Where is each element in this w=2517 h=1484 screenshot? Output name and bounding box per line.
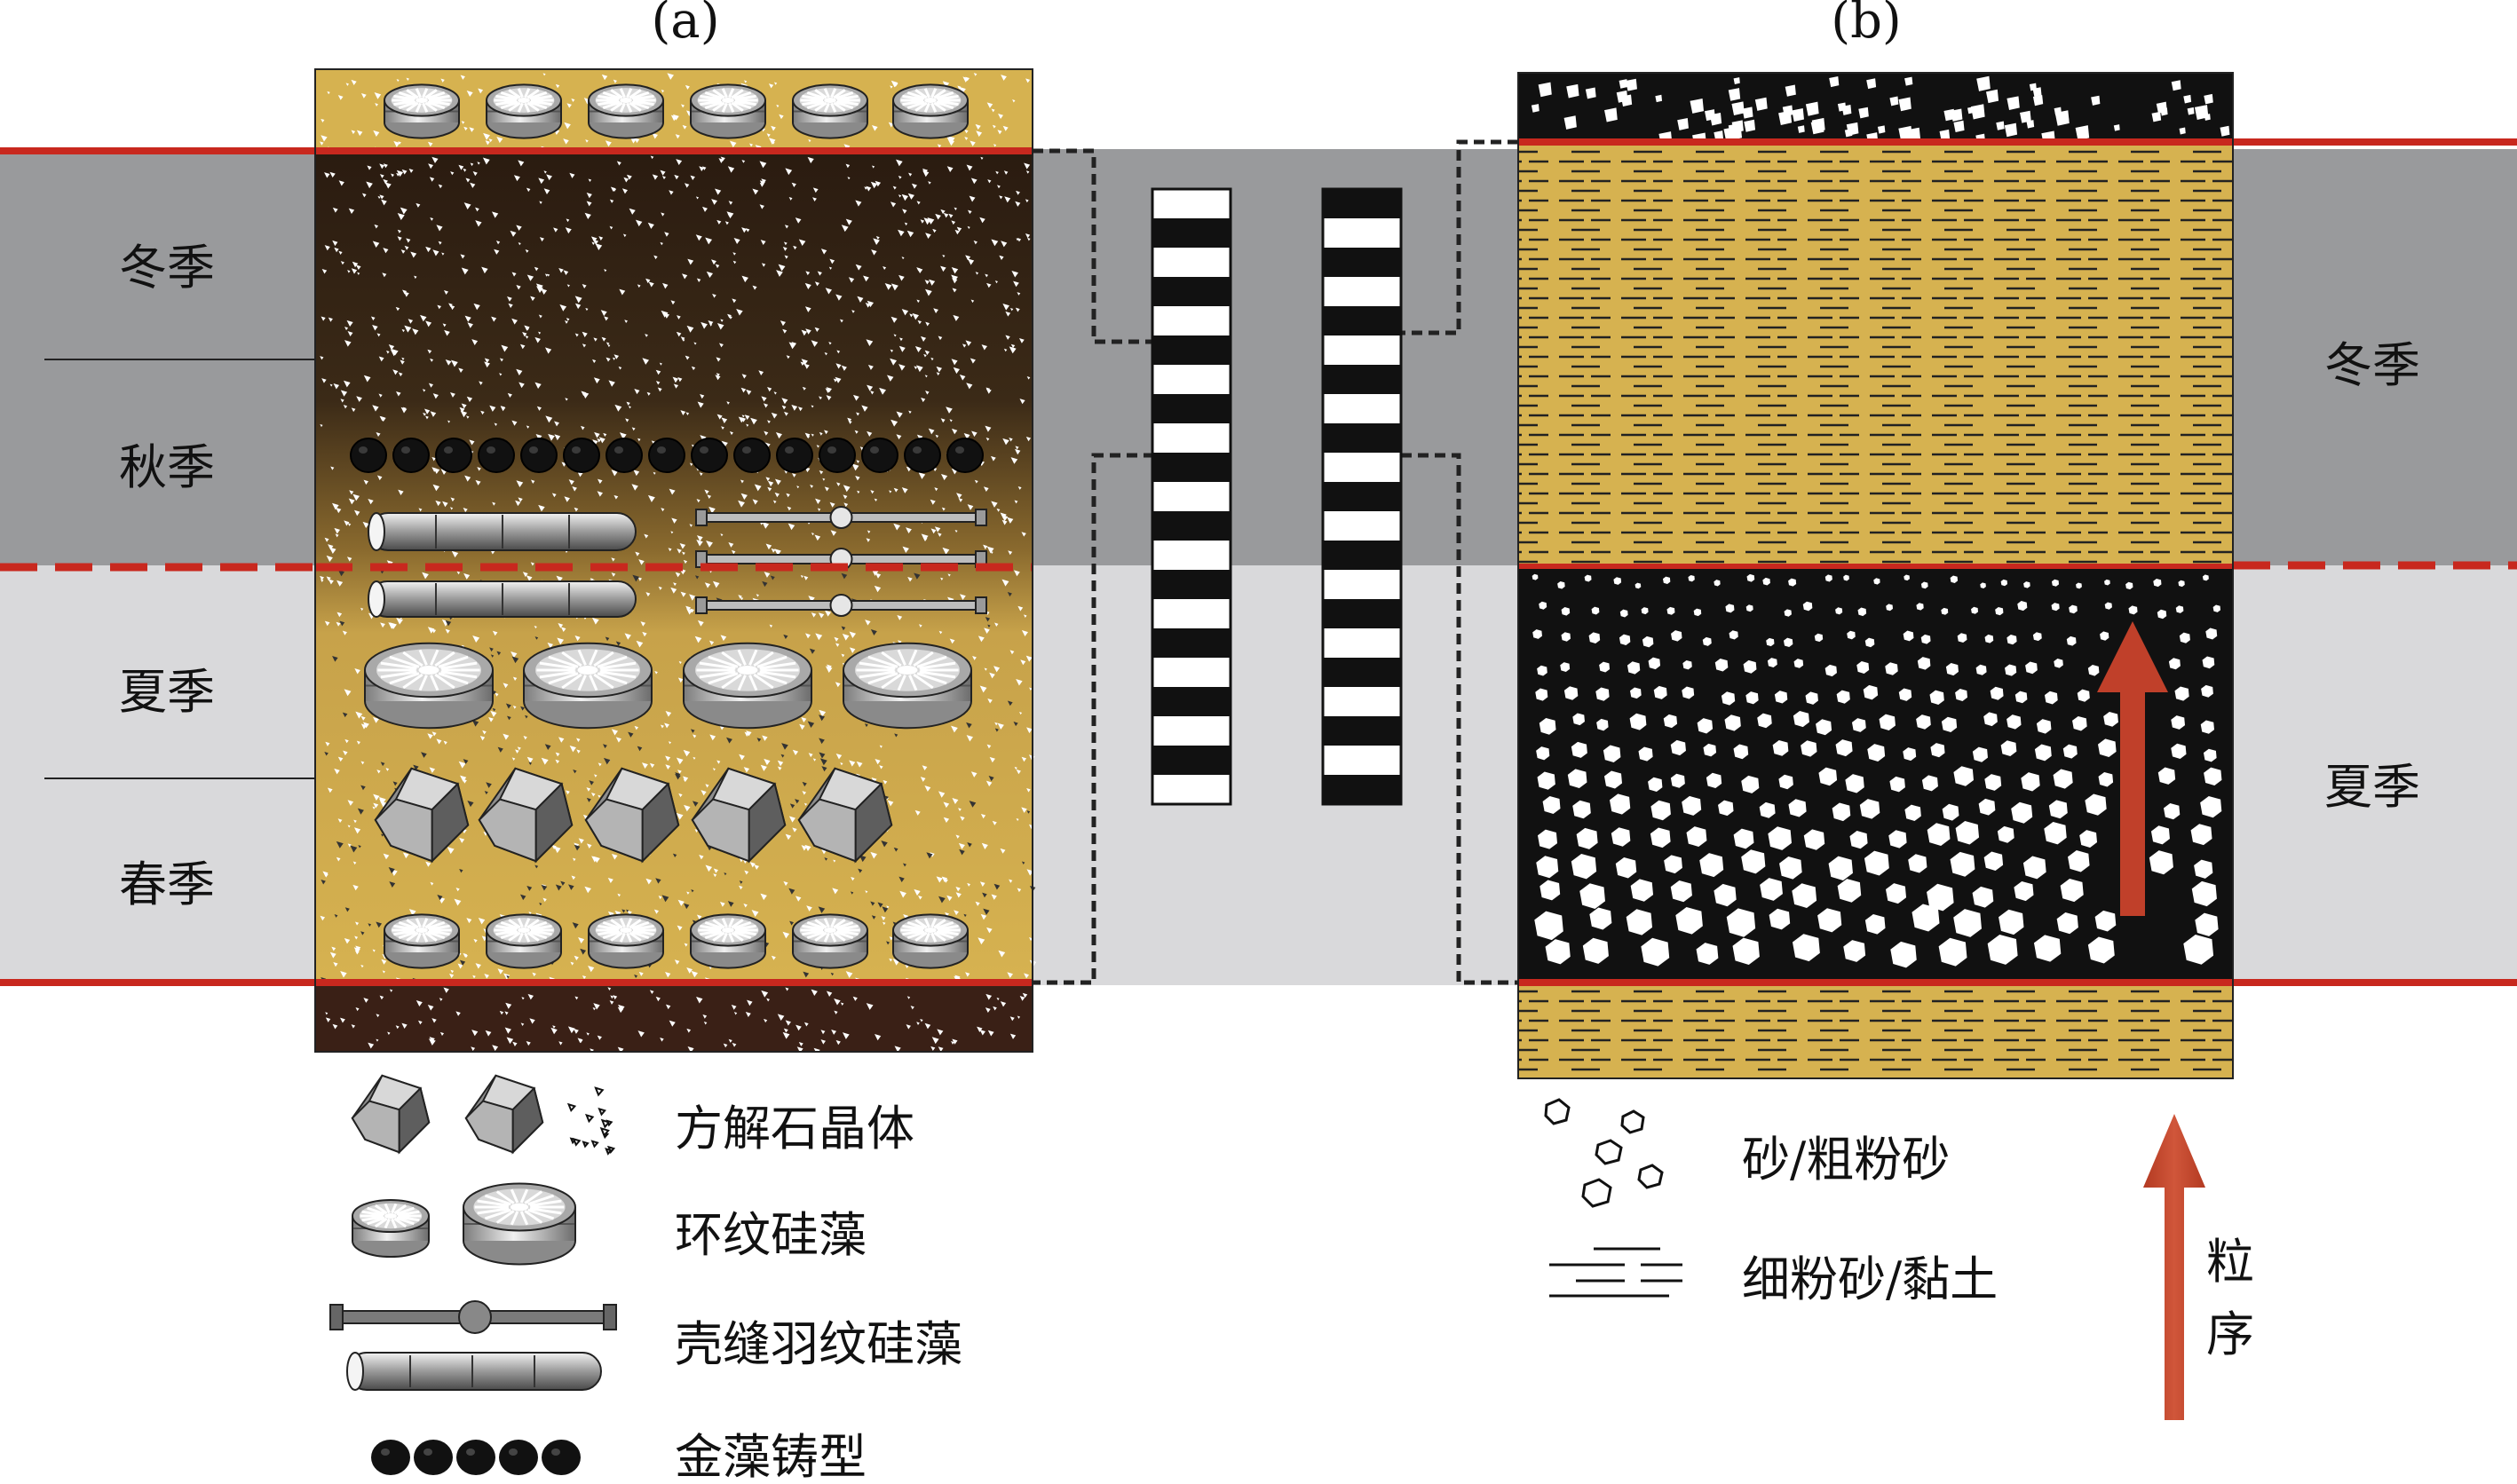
centric-diatoms-large-row [364,642,972,730]
grading-arrow-in-column [2097,621,2168,916]
centric-diatoms-bottom-row [384,913,969,969]
connector-b-lower [1401,453,1518,985]
column-a-base [315,983,1033,1052]
grading-label-char-2: 序 [2206,1306,2254,1362]
label-summer-b: 夏季 [2324,759,2420,815]
graded-sand-grains [1532,573,2222,968]
panel-label-a: (a) [651,0,719,50]
season-labels-a: 冬季 秋季 夏季 春季 [119,240,215,912]
sand-legend-icon [1544,1098,1664,1208]
legend-cyst-label: 金藻铸型 [675,1429,867,1484]
column-a-frame [314,68,1033,1053]
label-winter-b: 冬季 [2324,337,2420,393]
chrysophyte-cysts-row [350,438,984,473]
calcite-crystals-row [374,767,893,864]
label-winter-a: 冬季 [119,240,215,296]
varve-scale-bar-b [1321,187,1403,806]
connectors [1033,139,1518,985]
column-a [314,68,1037,1054]
legend-a: 方解石晶体 环纹硅藻 壳缝羽纹硅藻 金藻铸型 [329,1074,962,1484]
varve-scale-bar-a [1151,187,1232,806]
fine-silt-layer-winter [1518,142,2233,566]
column-b-frame [1517,72,2234,1079]
legend-b: 砂/粗粉砂 细粉砂/黏土 粒 序 [1544,1098,2254,1420]
grading-label-char-1: 粒 [2206,1234,2254,1290]
column-b [1517,72,2234,1079]
legend-sand-label: 砂/粗粉砂 [1742,1132,1950,1188]
centric-diatom-legend-icon [352,1182,576,1266]
coarse-cap-grains [1531,75,2230,148]
legend-silt-label: 细粉砂/黏土 [1742,1251,1998,1307]
connector-a-lower [1033,453,1154,985]
legend-centric-label: 环纹硅藻 [675,1207,867,1263]
calcite-legend-icon [351,1074,616,1156]
fine-silt-layer-bottom [1518,983,2233,1078]
pennate-diatom-legend-icon [329,1300,617,1391]
connector-a-upper [1033,148,1154,344]
chrysophyte-cyst-legend-icon [371,1440,581,1475]
label-spring-a: 春季 [119,856,215,912]
centric-diatoms-top-row [384,83,969,139]
label-autumn-a: 秋季 [119,439,215,495]
connector-b-upper [1401,139,1518,335]
legend-calcite-label: 方解石晶体 [675,1101,914,1156]
grading-arrow [2143,1114,2205,1420]
season-labels-b: 冬季 夏季 [2324,337,2420,815]
fine-silt-legend-icon [1549,1247,1682,1298]
label-summer-a: 夏季 [119,664,215,720]
legend-pennate-label: 壳缝羽纹硅藻 [675,1316,962,1372]
panel-label-b: (b) [1831,0,1902,50]
